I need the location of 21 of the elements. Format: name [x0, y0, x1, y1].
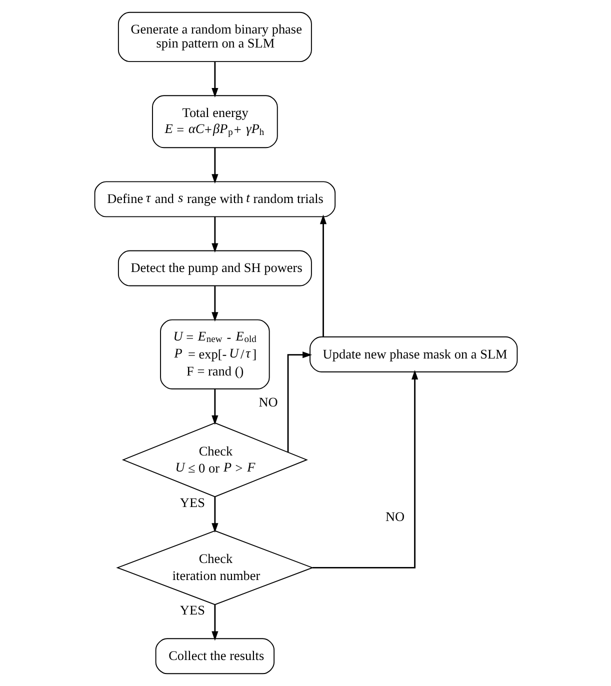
edge-label: NO — [384, 508, 404, 524]
node-diamond: Check iteration number — [116, 530, 314, 606]
arrow — [211, 286, 218, 322]
arrow — [312, 370, 418, 568]
arrow — [211, 388, 218, 425]
node-box: Collect the results — [154, 638, 274, 674]
arrow — [211, 148, 218, 184]
node-box: Detect the pump and SH powers — [117, 250, 312, 286]
edge-label: YES — [179, 602, 204, 618]
node-box: Generate a random binary phase spin pattern on a SLM — [117, 12, 312, 62]
node-box: Update new phase mask on a SLM — [309, 336, 518, 372]
node-box: Define τ and s range with t random trials — [94, 181, 336, 218]
arrow — [211, 216, 218, 253]
edge-label: YES — [179, 494, 204, 510]
arrow — [286, 352, 312, 452]
arrow — [211, 496, 218, 533]
arrow — [319, 214, 326, 337]
edge-label: NO — [258, 394, 278, 410]
node-diamond: Check U ≤ 0 or P > F — [121, 422, 308, 498]
arrow — [211, 604, 218, 641]
arrow — [211, 62, 218, 98]
